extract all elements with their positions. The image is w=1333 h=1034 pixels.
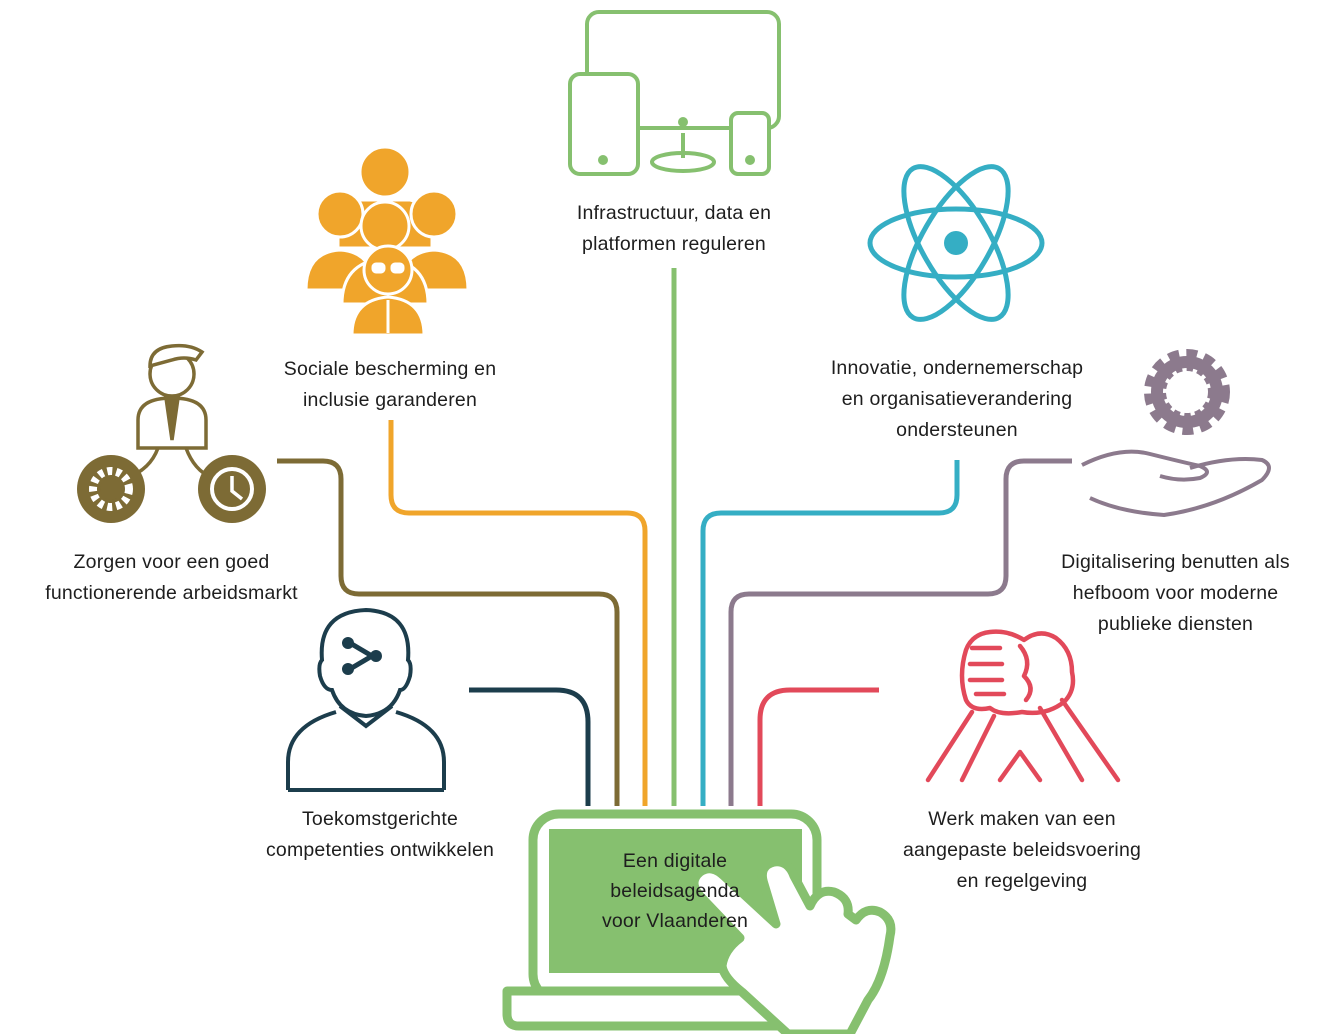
label-line: ondersteunen (896, 419, 1018, 441)
pointing-hand-icon (689, 857, 896, 1034)
label-line: Digitalisering benutten als (1061, 551, 1290, 573)
connector-teal (700, 460, 960, 806)
label-line: competenties ontwikkelen (265, 839, 495, 861)
label-digitalisering: Digitalisering benutten als hefboom voor… (1018, 547, 1333, 640)
label-innovatie: Innovatie, ondernemerschap en organisati… (792, 353, 1122, 446)
label-line: inclusie garanderen (303, 389, 477, 411)
label-line: functionerende arbeidsmarkt (45, 582, 298, 604)
label-line: en organisatieverandering (841, 388, 1073, 410)
label-line: hefboom voor moderne (1072, 582, 1279, 604)
devices-icon (568, 10, 781, 176)
center-label: Een digitale beleidsagenda voor Vlaander… (565, 846, 785, 936)
handshake-arms-icon (925, 629, 1121, 783)
connector-lines (277, 268, 1072, 806)
people-group-icon (304, 145, 470, 337)
label-line: Toekomstgerichte (301, 808, 459, 830)
label-line: aangepaste beleidsvoering (902, 839, 1142, 861)
laptop-icon (502, 809, 845, 1031)
connector-red (757, 687, 879, 806)
label-line: platformen reguleren (582, 233, 766, 255)
center-label-line: voor Vlaanderen (601, 910, 749, 932)
label-line: Infrastructuur, data en (576, 202, 772, 224)
connector-mauve (728, 458, 1072, 806)
atom-icon (867, 164, 1045, 322)
label-line: Zorgen voor een goed (73, 551, 270, 573)
label-sociale-bescherming: Sociale bescherming en inclusie garander… (240, 354, 540, 416)
label-line: publieke diensten (1097, 613, 1254, 635)
connector-navy (469, 687, 591, 806)
label-competenties: Toekomstgerichte competenties ontwikkele… (230, 804, 530, 866)
label-line: en regelgeving (956, 870, 1088, 892)
label-line: Sociale bescherming en (283, 358, 497, 380)
person-share-icon (286, 607, 446, 792)
label-line: Werk maken van een (928, 808, 1116, 830)
people-group-details (371, 262, 405, 333)
label-arbeidsmarkt: Zorgen voor een goed functionerende arbe… (0, 547, 343, 609)
connector-olive (277, 458, 620, 806)
label-line: Innovatie, ondernemerschap (830, 357, 1084, 379)
label-infrastructuur: Infrastructuur, data en platformen regul… (524, 198, 824, 260)
worker-gear-clock-icon (77, 343, 266, 523)
center-label-line: Een digitale (622, 850, 728, 872)
label-regelgeving: Werk maken van een aangepaste beleidsvoe… (862, 804, 1182, 897)
hand-gear-icon (1081, 349, 1271, 517)
center-label-line: beleidsagenda (610, 880, 740, 902)
connector-orange (388, 420, 648, 806)
